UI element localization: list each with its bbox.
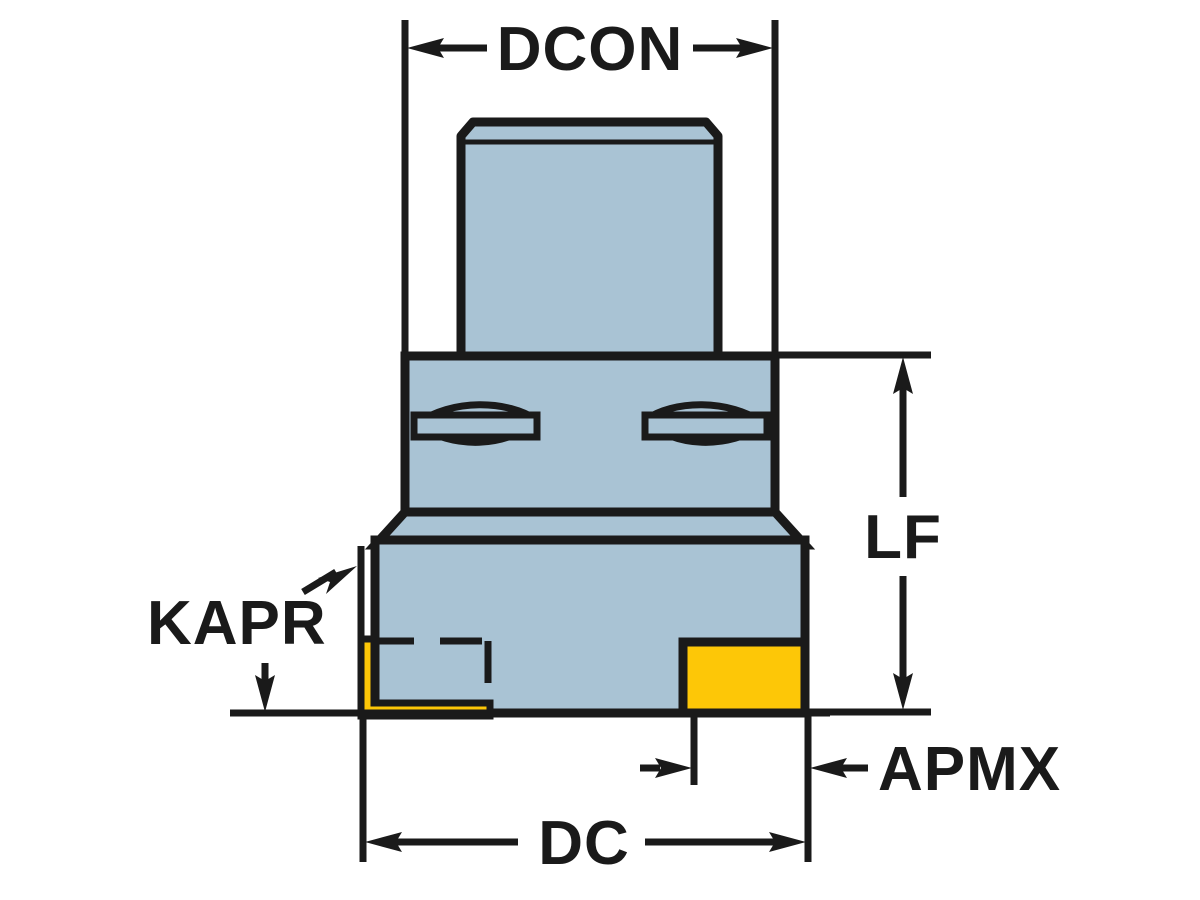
bottom-reference-lines: [230, 709, 830, 862]
dc-arrow-right-icon: [769, 832, 806, 852]
lf-label: LF: [864, 503, 942, 572]
dimension-apmx: APMX: [640, 735, 1061, 804]
tool-geometry: [357, 117, 816, 720]
dcon-arrow-right-icon: [736, 38, 773, 58]
hidden-insert-pocket: [372, 637, 492, 713]
kapr-arrow-down-icon: [255, 675, 275, 712]
dimension-dcon: DCON: [401, 15, 779, 356]
kapr-arrow-diagonal-icon: [318, 566, 357, 594]
kapr-label: KAPR: [147, 589, 327, 658]
dimension-kapr: KAPR: [147, 546, 365, 712]
dimension-lf: LF: [775, 351, 942, 716]
apmx-arrow-right-icon: [655, 758, 692, 778]
dcon-label: DCON: [497, 15, 684, 84]
apmx-arrow-left-icon: [810, 758, 847, 778]
lf-arrow-top-icon: [893, 357, 913, 394]
apmx-label: APMX: [878, 735, 1061, 804]
coolant-slot-left: [410, 401, 541, 446]
dimension-dc: DC: [365, 809, 806, 878]
tapered-shank: [456, 117, 723, 361]
dc-label: DC: [538, 809, 630, 878]
dc-arrow-left-icon: [365, 832, 402, 852]
dcon-arrow-left-icon: [407, 38, 444, 58]
coolant-slot-right: [641, 401, 771, 446]
lf-arrow-bottom-icon: [893, 673, 913, 710]
cutting-insert-right: [678, 637, 810, 718]
